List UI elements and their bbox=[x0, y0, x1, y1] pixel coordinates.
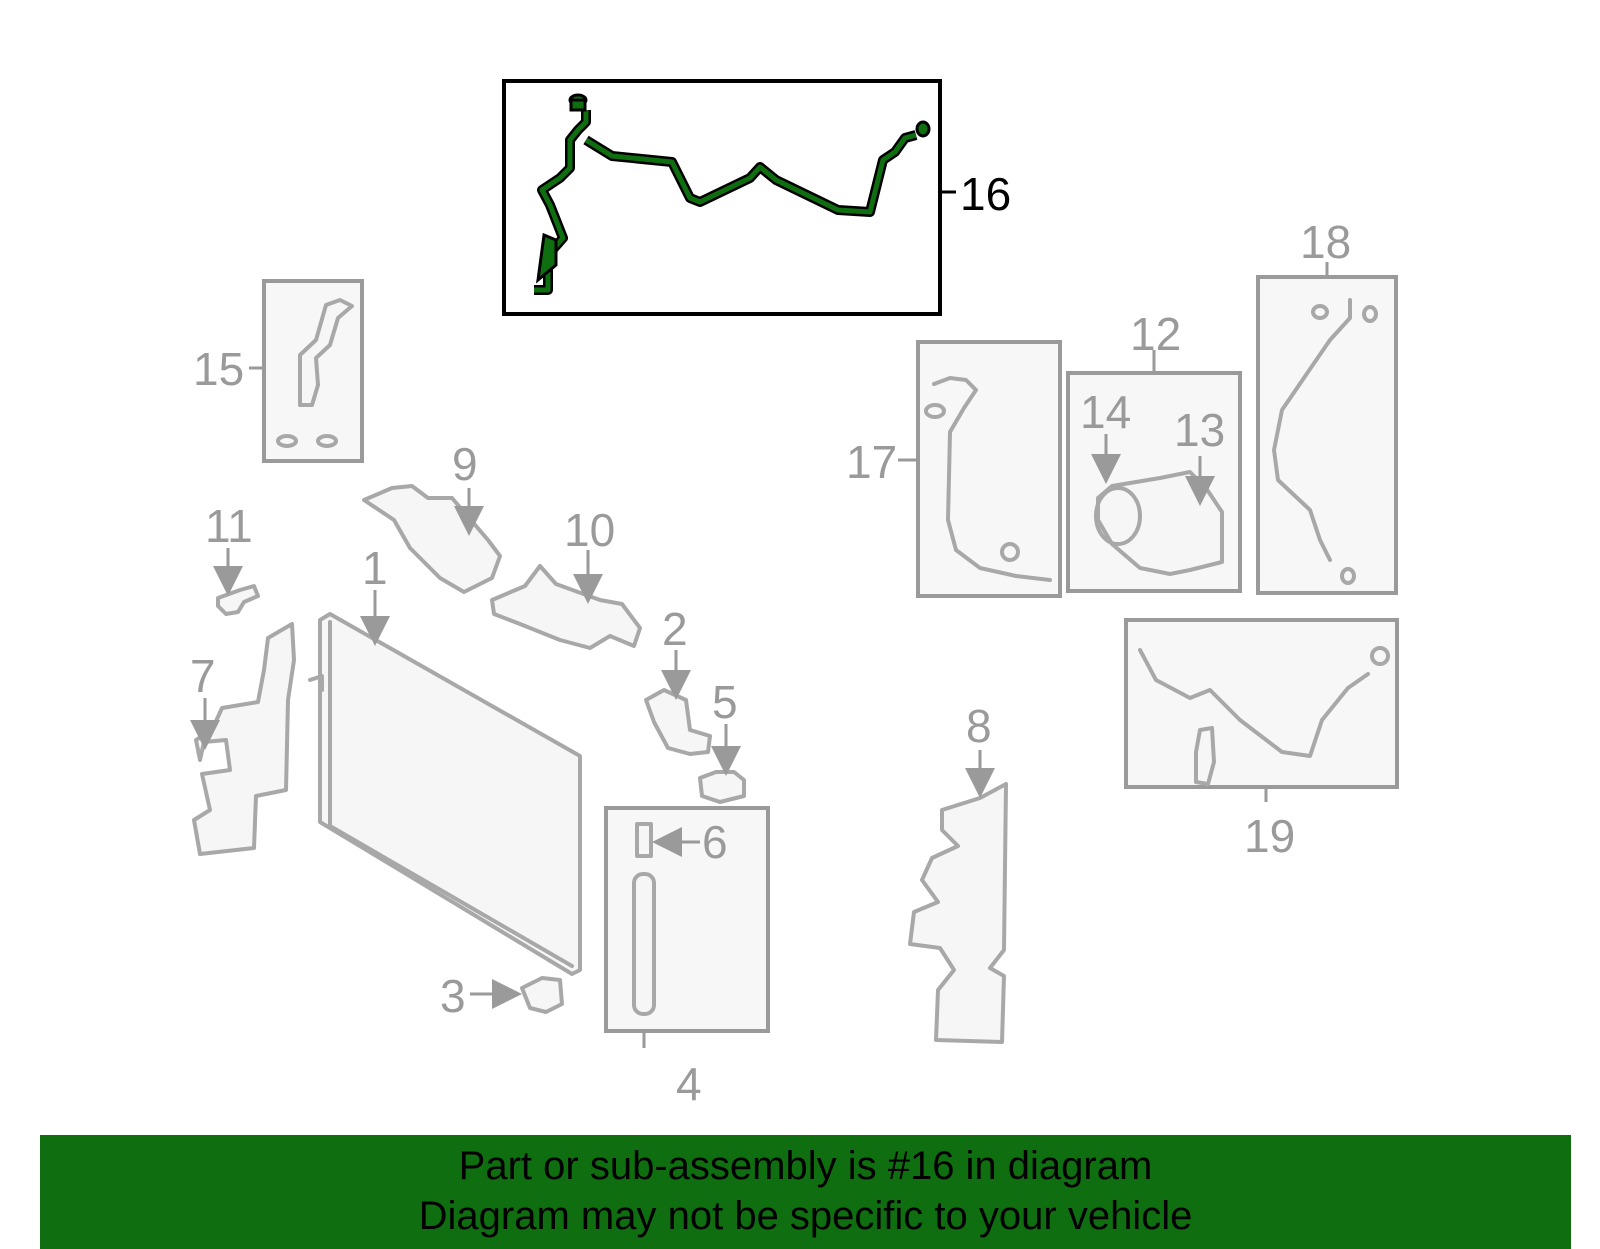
part-17-hose bbox=[932, 376, 1052, 582]
callout-19[interactable]: 19 bbox=[1244, 810, 1295, 862]
callout-10[interactable]: 10 bbox=[564, 504, 615, 556]
part-1-core-edge bbox=[328, 620, 574, 968]
part-17-oring-a bbox=[924, 403, 946, 419]
callout-4[interactable]: 4 bbox=[676, 1058, 702, 1110]
callout-14[interactable]: 14 bbox=[1080, 386, 1131, 438]
part-2-group[interactable]: 2 bbox=[644, 603, 712, 756]
callout-1[interactable]: 1 bbox=[362, 542, 388, 594]
part-18-oring-c bbox=[1340, 567, 1356, 585]
banner-line-2: Diagram may not be specific to your vehi… bbox=[418, 1194, 1193, 1238]
callout-3[interactable]: 3 bbox=[440, 970, 466, 1022]
part-18-group[interactable]: 18 bbox=[1256, 216, 1398, 595]
part-11-bolt bbox=[216, 584, 260, 616]
part-15-group[interactable]: 15 bbox=[193, 279, 364, 463]
banner-line-1: Part or sub-assembly is #16 in diagram bbox=[458, 1144, 1153, 1188]
part-5-clip bbox=[698, 770, 746, 804]
part-15-oring-a bbox=[276, 434, 298, 448]
part-19-bracket bbox=[1194, 726, 1216, 786]
part-8-group[interactable]: 8 bbox=[908, 700, 1008, 1044]
part-1-group[interactable]: 1 bbox=[308, 542, 582, 976]
part-10-bracket bbox=[490, 564, 642, 650]
part-3-bracket bbox=[520, 976, 564, 1014]
part-18-oring-b bbox=[1362, 305, 1378, 323]
part-13-group[interactable]: 13 bbox=[1174, 404, 1225, 506]
part-16-oring bbox=[915, 120, 931, 138]
part-19-hose bbox=[1138, 648, 1370, 758]
part-6-group[interactable]: 6 bbox=[635, 816, 728, 868]
part-19-oring bbox=[1370, 646, 1390, 666]
part-1-condenser bbox=[318, 612, 582, 976]
part-19-box bbox=[1124, 618, 1399, 789]
part-18-oring-a bbox=[1311, 304, 1329, 320]
callout-8[interactable]: 8 bbox=[966, 700, 992, 752]
part-4-group[interactable]: 4 bbox=[604, 806, 770, 1110]
callout-2[interactable]: 2 bbox=[662, 603, 688, 655]
part-16-box bbox=[502, 79, 942, 316]
part-8-shroud bbox=[908, 782, 1008, 1044]
part-7-group[interactable]: 7 bbox=[190, 622, 296, 856]
part-17-oring-b bbox=[1000, 542, 1020, 562]
part-17-group[interactable]: 17 bbox=[846, 340, 1062, 598]
callout-16[interactable]: 16 bbox=[960, 168, 1011, 220]
part-7-shroud bbox=[192, 622, 296, 856]
part-4-receiver-drier bbox=[632, 872, 656, 1016]
callout-5[interactable]: 5 bbox=[712, 676, 738, 728]
part-15-pipe bbox=[298, 298, 354, 407]
part-11-group[interactable]: 11 bbox=[205, 500, 260, 616]
callout-12[interactable]: 12 bbox=[1130, 308, 1181, 360]
callout-6[interactable]: 6 bbox=[702, 816, 728, 868]
part-16-fitting bbox=[536, 232, 558, 284]
callout-7[interactable]: 7 bbox=[190, 650, 216, 702]
part-5-group[interactable]: 5 bbox=[698, 676, 746, 804]
part-9-bracket bbox=[362, 484, 502, 594]
part-18-hose bbox=[1272, 298, 1352, 562]
callout-11[interactable]: 11 bbox=[205, 500, 253, 552]
part-19-group[interactable]: 19 bbox=[1124, 618, 1399, 862]
part-1-tab bbox=[308, 674, 324, 692]
part-16-group[interactable]: 16 bbox=[502, 79, 1011, 316]
callout-15[interactable]: 15 bbox=[193, 343, 244, 395]
callout-9[interactable]: 9 bbox=[452, 438, 478, 490]
part-2-bracket bbox=[644, 688, 712, 756]
part-17-box bbox=[916, 340, 1062, 598]
part-10-group[interactable]: 10 bbox=[490, 504, 642, 650]
callout-13[interactable]: 13 bbox=[1174, 404, 1225, 456]
info-banner: Part or sub-assembly is #16 in diagram D… bbox=[40, 1135, 1571, 1249]
part-15-oring-b bbox=[316, 434, 338, 448]
part-12-clutch bbox=[1094, 486, 1142, 546]
part-16-cap-body bbox=[569, 98, 587, 112]
part-14-group[interactable]: 14 bbox=[1080, 386, 1131, 484]
part-3-group[interactable]: 3 bbox=[440, 970, 564, 1022]
callout-18[interactable]: 18 bbox=[1300, 216, 1351, 268]
part-9-group[interactable]: 9 bbox=[362, 438, 502, 594]
part-6-plug bbox=[635, 822, 653, 858]
callout-17[interactable]: 17 bbox=[846, 436, 897, 488]
part-16-line bbox=[584, 132, 917, 215]
